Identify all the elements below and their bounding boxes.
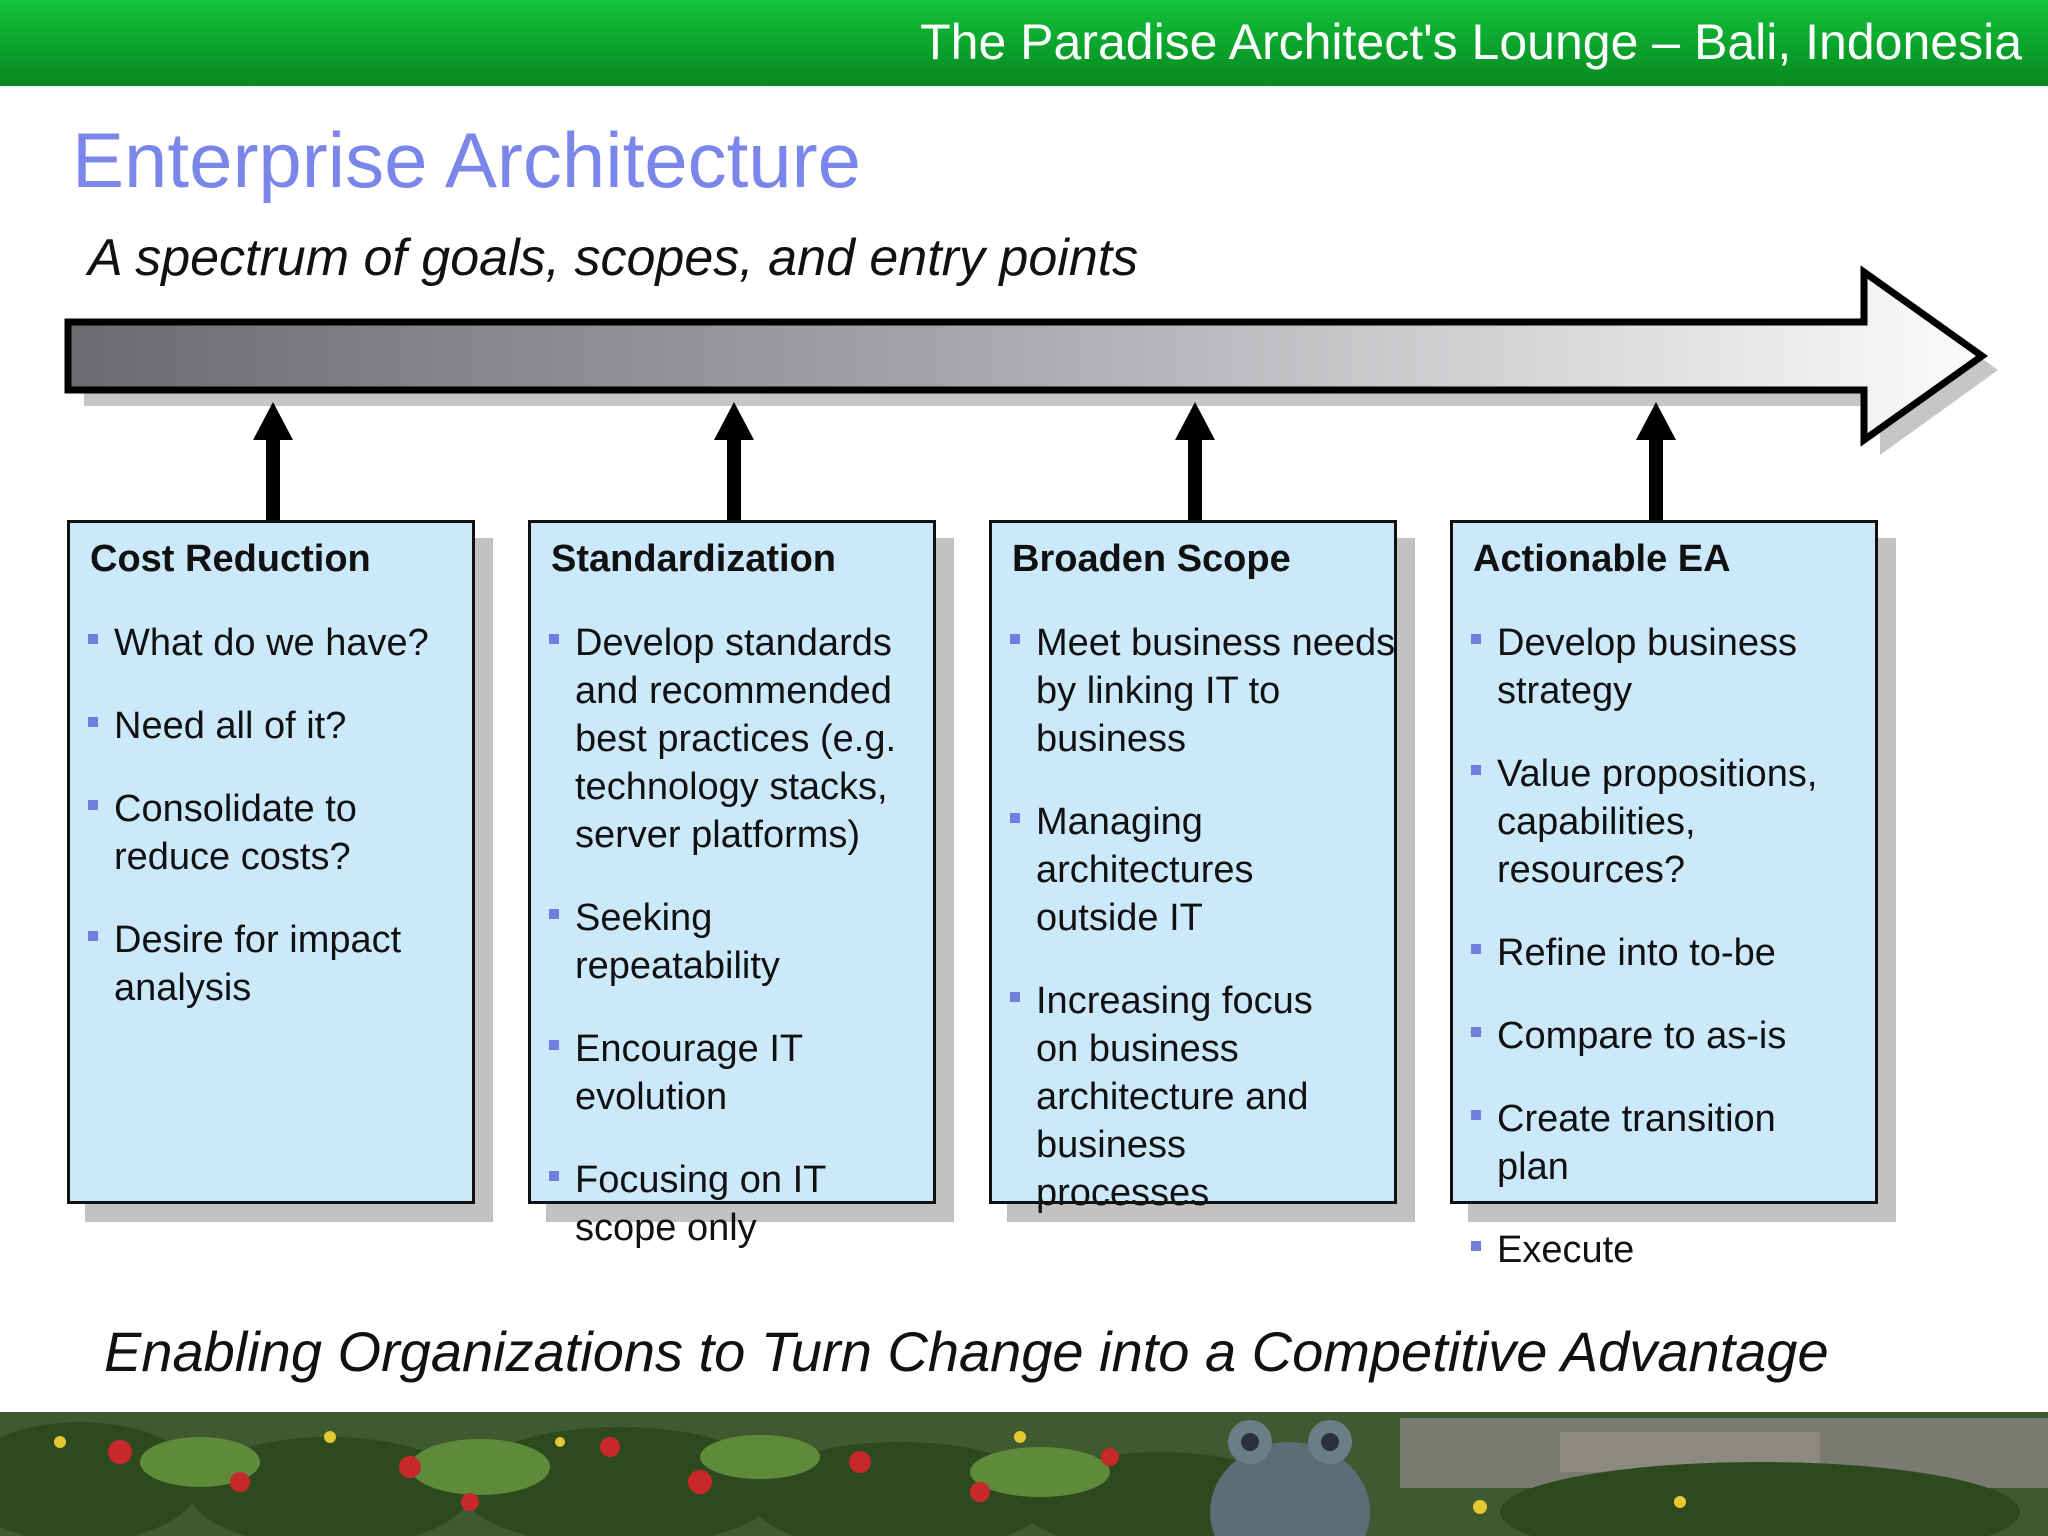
- bullet-item: Need all of it?: [88, 702, 488, 750]
- garden-photo: [0, 1412, 2048, 1536]
- bullet-item: Create transition plan: [1471, 1095, 1827, 1191]
- square-bullet-icon: [1010, 992, 1020, 1002]
- bullet-item: Execute: [1471, 1226, 1871, 1274]
- bullet-item: Refine into to-be: [1471, 929, 1871, 977]
- square-bullet-icon: [1010, 813, 1020, 823]
- box-title: Broaden Scope: [1012, 538, 1291, 580]
- bullet-text: Compare to as-is: [1497, 1015, 1787, 1057]
- bullet-item: Compare to as-is: [1471, 1012, 1871, 1060]
- bullet-text: Create transition plan: [1497, 1098, 1776, 1188]
- bullet-list: Develop standards and recommended best p…: [549, 619, 949, 1287]
- bullet-item: Develop standards and recommended best p…: [549, 619, 945, 859]
- square-bullet-icon: [549, 909, 559, 919]
- entry-pointer-3: [1175, 402, 1215, 522]
- bullet-text: Desire for impact analysis: [114, 919, 402, 1009]
- square-bullet-icon: [1471, 765, 1481, 775]
- bullet-text: Encourage IT evolution: [575, 1028, 803, 1118]
- square-bullet-icon: [1010, 634, 1020, 644]
- entry-pointer-1: [253, 402, 293, 522]
- square-bullet-icon: [88, 634, 98, 644]
- bullet-text: Develop business strategy: [1497, 622, 1797, 712]
- arrow-body: [64, 265, 1989, 447]
- bullet-list: What do we have? Need all of it? Consoli…: [88, 619, 488, 1047]
- box-title: Actionable EA: [1473, 538, 1731, 580]
- bullet-text: Consolidate to reduce costs?: [114, 788, 357, 878]
- square-bullet-icon: [549, 1040, 559, 1050]
- square-bullet-icon: [549, 634, 559, 644]
- bullet-item: Meet business needs by linking IT to bus…: [1010, 619, 1406, 763]
- header-title: The Paradise Architect's Lounge – Bali, …: [920, 14, 2022, 70]
- header-bar: The Paradise Architect's Lounge – Bali, …: [0, 0, 2048, 86]
- box-title: Standardization: [551, 538, 837, 580]
- bullet-list: Meet business needs by linking IT to bus…: [1010, 619, 1410, 1252]
- bullet-text: Increasing focus on business architectur…: [1036, 980, 1313, 1214]
- entry-pointer-2: [714, 402, 754, 522]
- square-bullet-icon: [88, 717, 98, 727]
- bullet-text: Need all of it?: [114, 705, 347, 747]
- bullet-text: Managing architectures outside IT: [1036, 801, 1254, 939]
- bullet-text: Meet business needs by linking IT to bus…: [1036, 622, 1396, 760]
- bullet-text: Develop standards and recommended best p…: [575, 622, 897, 856]
- square-bullet-icon: [1471, 1110, 1481, 1120]
- bullet-item: Desire for impact analysis: [88, 916, 454, 1012]
- box-cost-reduction: Cost Reduction What do we have? Need all…: [67, 520, 475, 1204]
- slide-title: Enterprise Architecture: [72, 116, 862, 204]
- bullet-item: Encourage IT evolution: [549, 1025, 865, 1121]
- bullet-text: Execute: [1497, 1229, 1635, 1271]
- bullet-item: Seeking repeatability: [549, 894, 855, 990]
- bullet-item: Value propositions, capabilities, resour…: [1471, 750, 1867, 894]
- bullet-item: Develop business strategy: [1471, 619, 1837, 715]
- bullet-item: Consolidate to reduce costs?: [88, 785, 414, 881]
- square-bullet-icon: [1471, 1027, 1481, 1037]
- square-bullet-icon: [1471, 1241, 1481, 1251]
- bullet-text: Seeking repeatability: [575, 897, 780, 987]
- square-bullet-icon: [1471, 634, 1481, 644]
- entry-pointer-4: [1636, 402, 1676, 522]
- square-bullet-icon: [549, 1171, 559, 1181]
- bullet-item: What do we have?: [88, 619, 488, 667]
- bullet-list: Develop business strategy Value proposit…: [1471, 619, 1871, 1309]
- bullet-item: Focusing on IT scope only: [549, 1156, 865, 1252]
- bullet-text: What do we have?: [114, 622, 429, 664]
- bullet-text: Focusing on IT scope only: [575, 1159, 826, 1249]
- bullet-text: Refine into to-be: [1497, 932, 1776, 974]
- spectrum-arrow: [64, 265, 1998, 522]
- bullet-item: Managing architectures outside IT: [1010, 798, 1316, 942]
- garden-photo-art: [0, 1412, 2048, 1536]
- box-standardization: Standardization Develop standards and re…: [528, 520, 936, 1249]
- frog-statue-icon: [1210, 1420, 1370, 1536]
- square-bullet-icon: [1471, 944, 1481, 954]
- slide-subtitle: A spectrum of goals, scopes, and entry p…: [88, 229, 1139, 287]
- square-bullet-icon: [88, 800, 98, 810]
- box-title: Cost Reduction: [90, 538, 371, 580]
- square-bullet-icon: [88, 931, 98, 941]
- footer-tagline: Enabling Organizations to Turn Change in…: [104, 1320, 1829, 1383]
- bullet-text: Value propositions, capabilities, resour…: [1497, 753, 1818, 891]
- box-broaden-scope: Broaden Scope Meet business needs by lin…: [989, 520, 1397, 1214]
- box-actionable-ea: Actionable EA Develop business strategy …: [1450, 520, 1878, 1271]
- bullet-item: Increasing focus on business architectur…: [1010, 977, 1356, 1217]
